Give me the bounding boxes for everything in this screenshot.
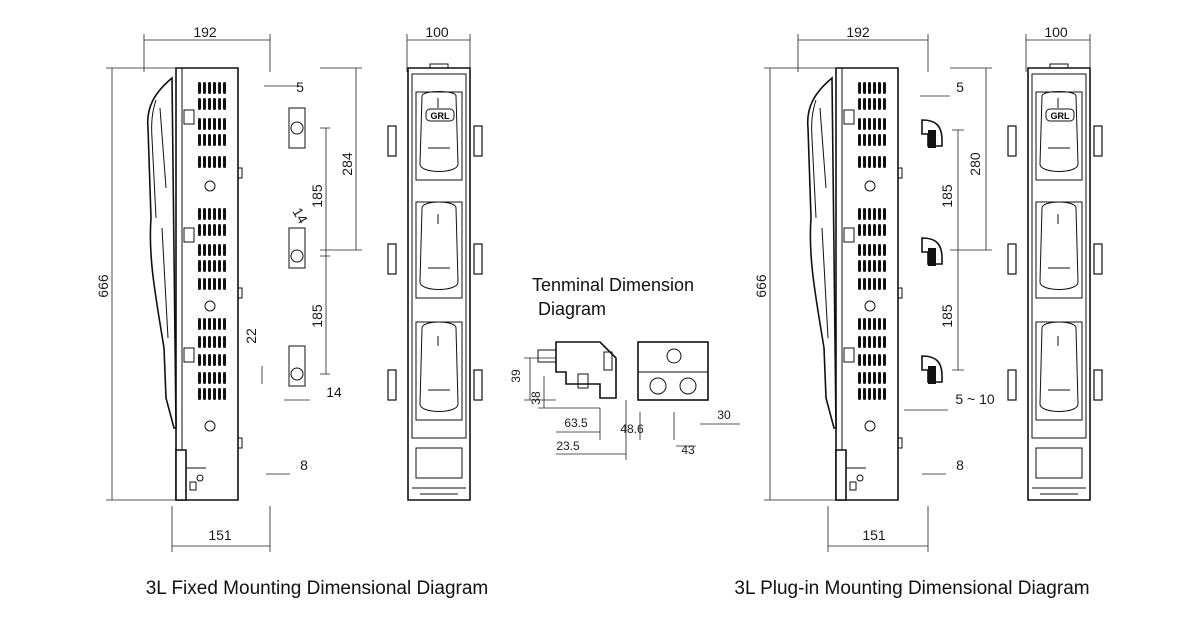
terminal-side-drawing [537,341,617,399]
fixed-width-front-label: 100 [425,24,449,40]
plugin-280-label: 280 [967,152,983,176]
plugin-front-view [1007,63,1103,501]
fixed-logo-text: GRL [431,111,451,121]
terminal-front-drawing [637,341,709,401]
fixed-dimension-labels: 192 100 666 284 185 185 5 14 22 14 8 151 [95,24,449,543]
fixed-dimension-lines [106,34,471,552]
fixed-22-label: 22 [243,328,259,344]
terminal-63-5-label: 63.5 [564,416,588,430]
plugin-logo-badge: GRL [1045,108,1075,122]
fixed-14-label: 14 [326,384,342,400]
terminal-39-label: 39 [509,369,523,383]
plugin-width-top-label: 192 [846,24,870,40]
fixed-185a-label: 185 [309,184,325,208]
plugin-185a-label: 185 [939,184,955,208]
plugin-185b-label: 185 [939,304,955,328]
plugin-width-front-label: 100 [1044,24,1068,40]
fixed-caption: 3L Fixed Mounting Dimensional Diagram [146,578,489,599]
fixed-side-view [148,68,306,500]
fixed-284-label: 284 [339,152,355,176]
plugin-caption: 3L Plug-in Mounting Dimensional Diagram [734,578,1089,599]
fixed-logo-badge: GRL [425,108,455,122]
terminal-23-5-label: 23.5 [556,439,580,453]
plugin-logo-text: GRL [1051,111,1071,121]
fixed-14dia-label: 14 [290,205,312,227]
plugin-height-label: 666 [753,274,769,298]
terminal-48-6-label: 48.6 [620,422,644,436]
fixed-height-label: 666 [95,274,111,298]
terminal-dimension-lines [524,357,740,460]
terminal-43-label: 43 [681,443,695,457]
plugin-8-label: 8 [956,457,964,473]
terminal-title: Tenminal Dimension Diagram [532,275,694,319]
plugin-dimension-lines [764,34,1091,552]
fixed-5-label: 5 [296,79,304,95]
fixed-front-view [387,63,483,501]
plugin-5to10-label: 5 ~ 10 [955,391,995,407]
terminal-title-line2: Diagram [538,299,606,319]
plugin-width-bottom-label: 151 [862,527,886,543]
fixed-185b-label: 185 [309,304,325,328]
terminal-dimension-labels: 39 38 63.5 23.5 48.6 30 43 [509,369,731,457]
terminal-38-label: 38 [529,391,543,405]
plugin-5-label: 5 [956,79,964,95]
fixed-width-bottom-label: 151 [208,527,232,543]
fixed-width-top-label: 192 [193,24,217,40]
fixed-8-label: 8 [300,457,308,473]
terminal-title-line1: Tenminal Dimension [532,275,694,295]
plugin-dimension-labels: 192 100 666 280 185 185 5 5 ~ 10 8 151 [753,24,1068,543]
terminal-30-label: 30 [717,408,731,422]
plugin-side-view [808,68,943,500]
